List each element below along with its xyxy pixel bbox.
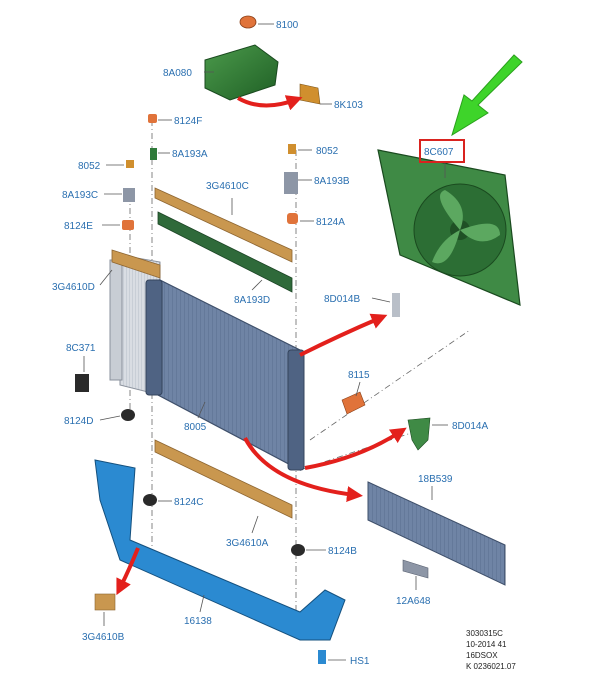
label-8124B: 8124B xyxy=(328,546,357,557)
label-3G4610D: 3G4610D xyxy=(52,282,95,293)
label-8A080: 8A080 xyxy=(163,68,192,79)
label-8115: 8115 xyxy=(348,370,370,381)
label-8A193C: 8A193C xyxy=(62,190,98,201)
green-arrow xyxy=(451,54,523,137)
label-12A648: 12A648 xyxy=(396,596,431,607)
small-parts xyxy=(75,83,431,664)
intercooler-18B539 xyxy=(367,481,506,586)
label-HS1: HS1 xyxy=(350,656,370,667)
label-8A193D: 8A193D xyxy=(234,295,270,306)
label-8100: 8100 xyxy=(276,20,299,31)
label-16138: 16138 xyxy=(184,616,212,627)
label-8K103: 8K103 xyxy=(334,100,363,111)
label-8D014B: 8D014B xyxy=(324,294,360,305)
foam-seals xyxy=(111,187,293,519)
ref-line-2: 10-2014 41 xyxy=(466,640,507,649)
label-8C371: 8C371 xyxy=(66,343,96,354)
label-8124A: 8124A xyxy=(316,217,345,228)
ref-line-1: 3030315C xyxy=(466,629,503,638)
label-8005: 8005 xyxy=(184,422,207,433)
fan-shroud-8C607 xyxy=(377,149,521,306)
lower-carrier-16138 xyxy=(94,459,346,641)
label-8052-right: 8052 xyxy=(316,146,339,157)
label-3G4610A: 3G4610A xyxy=(226,538,269,549)
leader-lines xyxy=(83,23,448,661)
reference-block: 3030315C 10-2014 41 16DSOX K 0236021.07 xyxy=(466,629,516,671)
ref-line-3: 16DSOX xyxy=(466,651,498,660)
label-8124F: 8124F xyxy=(174,116,202,127)
label-8D014A: 8D014A xyxy=(452,421,488,432)
label-18B539: 18B539 xyxy=(418,474,453,485)
highlight-box-8C607 xyxy=(419,139,465,163)
label-8052-left: 8052 xyxy=(78,161,101,172)
coolant-reservoir-8A080 xyxy=(204,15,279,101)
label-8124E: 8124E xyxy=(64,221,93,232)
label-3G4610B: 3G4610B xyxy=(82,632,125,643)
label-8124D: 8124D xyxy=(64,416,93,427)
ref-line-4: K 0236021.07 xyxy=(466,662,516,671)
label-8A193B: 8A193B xyxy=(314,176,350,187)
red-arrows xyxy=(116,95,407,596)
part-labels: 8100 8A080 8K103 8124F 8A193A 8052 8052 … xyxy=(52,20,488,667)
label-8C607: 8C607 xyxy=(424,147,454,158)
radiator-8005 xyxy=(145,279,305,471)
label-8124C: 8124C xyxy=(174,497,203,508)
label-8A193A: 8A193A xyxy=(172,149,208,160)
label-3G4610C: 3G4610C xyxy=(206,181,249,192)
